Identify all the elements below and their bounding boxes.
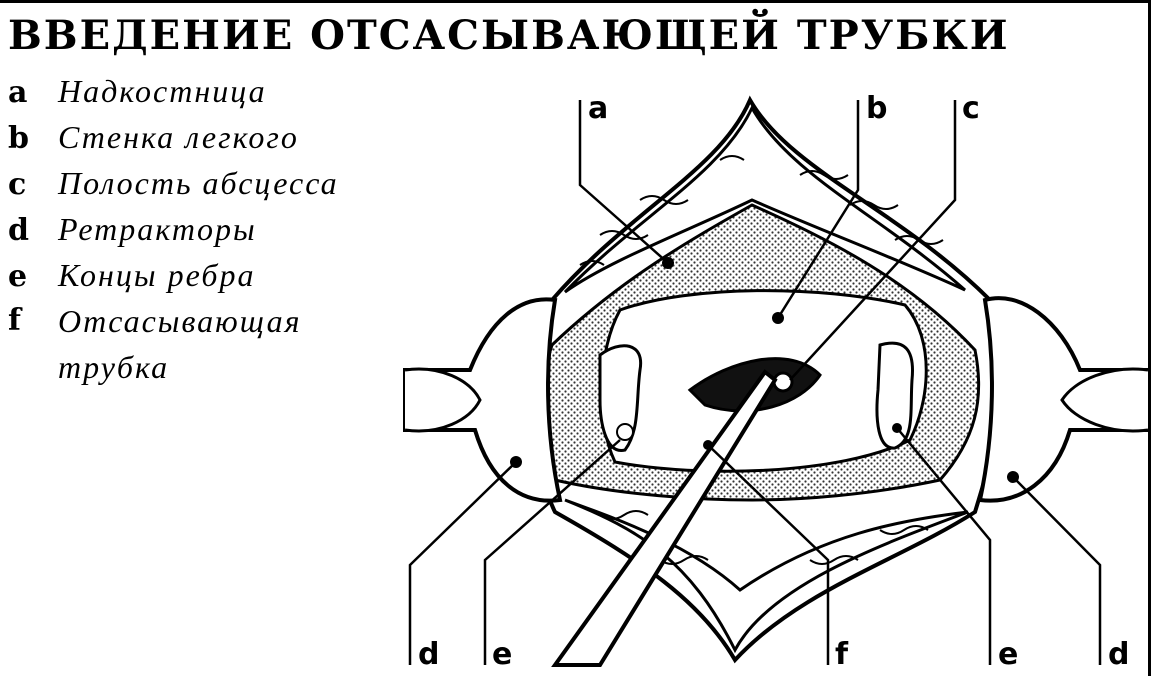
legend-text: Надкостница bbox=[58, 73, 267, 109]
legend-item-e: e Концы ребра bbox=[8, 252, 378, 298]
legend: a Надкостница b Стенка легкого c Полость… bbox=[8, 68, 378, 385]
upper-tissue-layer bbox=[563, 104, 966, 294]
legend-letter: c bbox=[8, 167, 27, 202]
legend-text: Полость абсцесса bbox=[58, 165, 339, 201]
legend-letter: b bbox=[8, 121, 29, 156]
label-e-bottom-right: e bbox=[998, 637, 1018, 672]
legend-letter: d bbox=[8, 213, 29, 248]
label-d-bottom-left: d bbox=[418, 637, 439, 672]
legend-letter: e bbox=[8, 259, 28, 294]
leader-lines bbox=[408, 100, 1102, 665]
retractor-left bbox=[403, 297, 563, 503]
legend-text: Концы ребра bbox=[58, 257, 256, 293]
legend-item-f: f Отсасывающая трубка bbox=[8, 298, 378, 385]
legend-letter: a bbox=[8, 75, 28, 110]
retractor-left-handle bbox=[404, 367, 482, 433]
suction-tube bbox=[551, 369, 778, 667]
legend-text: Стенка легкого bbox=[58, 119, 299, 155]
legend-item-b: b Стенка легкого bbox=[8, 114, 378, 160]
label-d-bottom-right: d bbox=[1108, 637, 1129, 672]
legend-text: Ретракторы bbox=[58, 211, 257, 247]
legend-item-a: a Надкостница bbox=[8, 68, 378, 114]
rib-end-left bbox=[598, 344, 643, 452]
label-b-top: b bbox=[866, 91, 887, 126]
page-title: ВВЕДЕНИЕ ОТСАСЫВАЮЩЕЙ ТРУБКИ bbox=[8, 12, 1010, 59]
lower-muscle-fibers bbox=[599, 510, 929, 565]
retractor-right-handle bbox=[1060, 367, 1149, 433]
rib-end-left-marker bbox=[616, 423, 634, 441]
legend-text: Отсасывающая трубка bbox=[58, 303, 302, 385]
label-e-bottom-left: e bbox=[492, 637, 512, 672]
rib-end-right bbox=[875, 341, 915, 450]
label-a-top: a bbox=[588, 91, 608, 126]
abscess-cavity-marker bbox=[772, 371, 794, 393]
legend-item-d: d Ретракторы bbox=[8, 206, 378, 252]
legend-letter: f bbox=[8, 303, 21, 338]
label-c-top: c bbox=[962, 91, 980, 126]
legend-item-c: c Полость абсцесса bbox=[8, 160, 378, 206]
label-f-bottom: f bbox=[835, 637, 849, 672]
